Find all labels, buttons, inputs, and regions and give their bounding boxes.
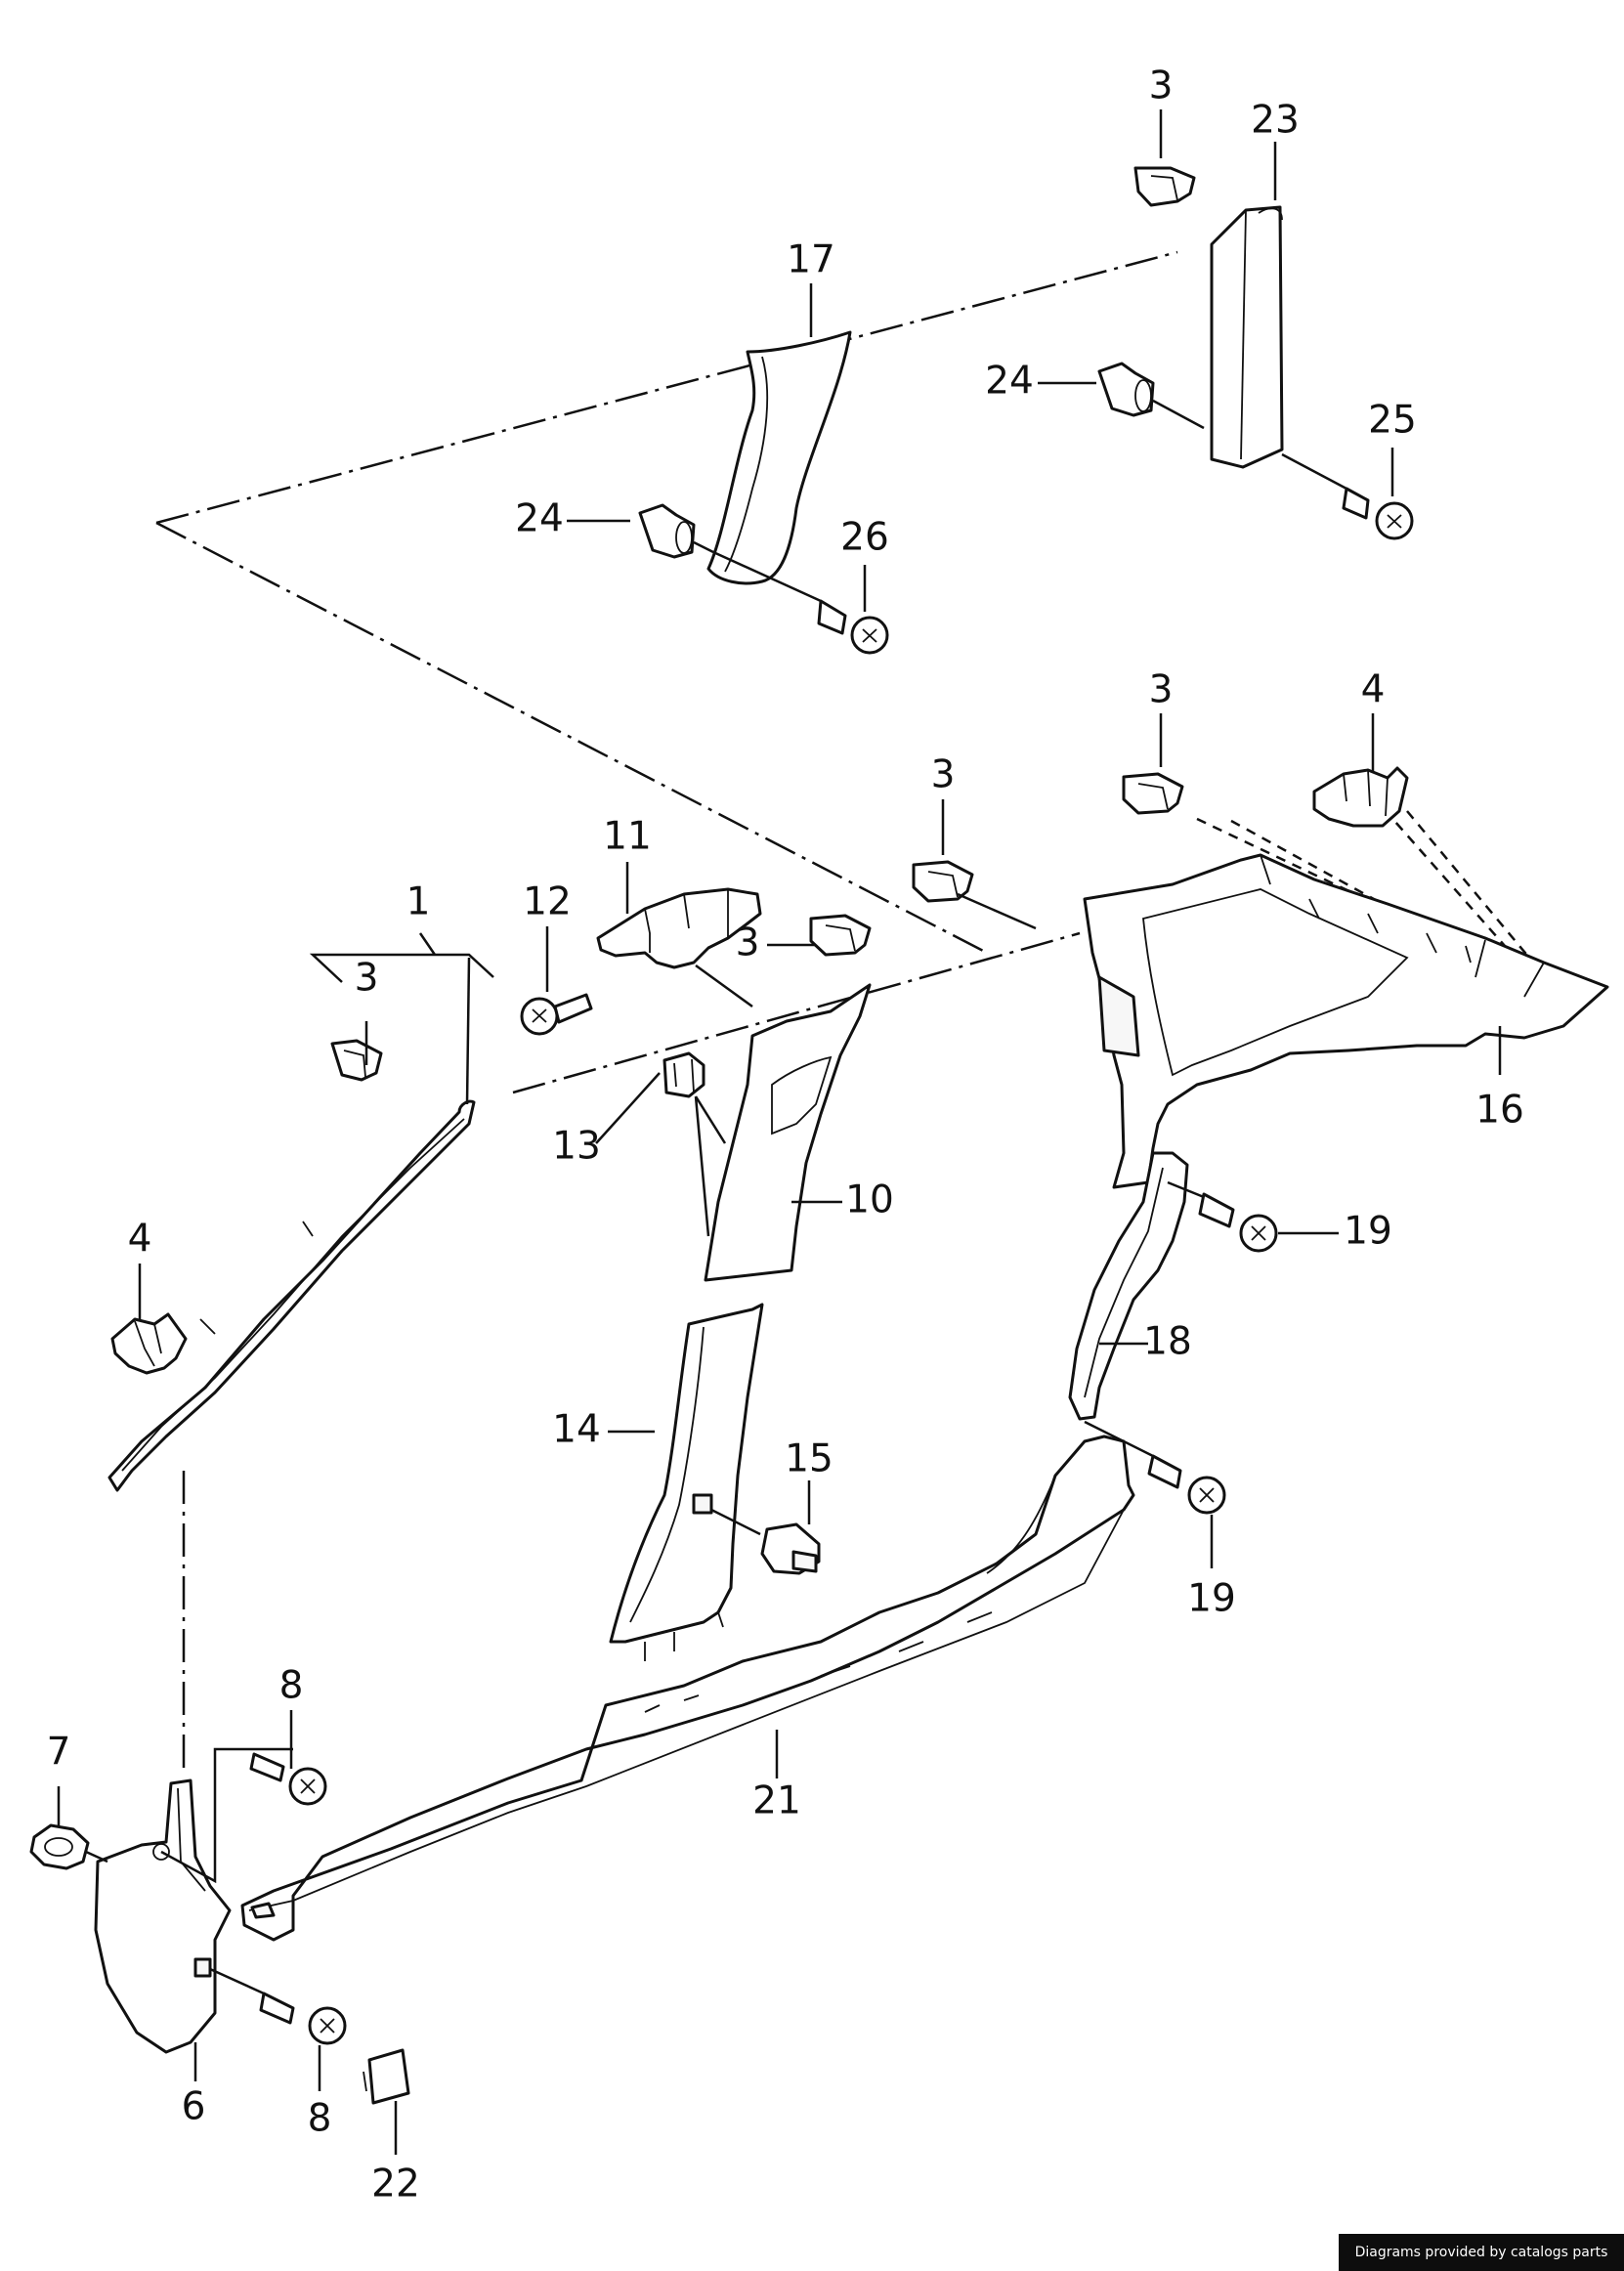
leader-lines xyxy=(57,109,1502,2155)
callout-12: 12 xyxy=(523,880,572,924)
callout-23: 23 xyxy=(1251,99,1300,143)
callout-3: 3 xyxy=(931,753,956,797)
callout-4: 4 xyxy=(1361,668,1386,712)
clip-13 xyxy=(662,1051,727,1237)
callout-labels: 3 23 17 24 25 24 26 3 4 3 11 12 3 1 3 16… xyxy=(47,64,1524,2207)
clip-7 xyxy=(29,1823,108,1870)
callout-10: 10 xyxy=(845,1178,894,1222)
callout-1: 1 xyxy=(406,880,431,924)
callout-21: 21 xyxy=(752,1779,801,1823)
clip-15 xyxy=(760,1522,821,1575)
callout-3: 3 xyxy=(1149,668,1174,712)
callout-8: 8 xyxy=(308,2097,332,2141)
callout-11: 11 xyxy=(603,815,652,859)
callout-19: 19 xyxy=(1344,1210,1392,1254)
callout-13: 13 xyxy=(552,1125,601,1169)
callout-16: 16 xyxy=(1475,1089,1524,1133)
clip-3-upper-right xyxy=(1122,772,1184,815)
callout-3: 3 xyxy=(1149,64,1174,108)
clip-3-mid xyxy=(809,914,872,957)
kick-panel-6 xyxy=(94,1747,293,2054)
callout-18: 18 xyxy=(1143,1320,1192,1364)
credit-text: Diagrams provided by catalogs parts xyxy=(1354,2245,1608,2260)
clip-24-right xyxy=(1097,362,1205,430)
c-pillar-strip-18 xyxy=(1068,1151,1189,1421)
callout-19: 19 xyxy=(1187,1577,1236,1621)
b-pillar-lower-14 xyxy=(609,1303,764,1661)
screw-8-upper xyxy=(249,1752,327,1806)
screw-19-lower xyxy=(1084,1420,1226,1515)
screw-26 xyxy=(712,550,889,655)
clip-4-upper-right xyxy=(1312,766,1409,828)
screw-8-lower xyxy=(209,1967,347,2045)
clip-24-left xyxy=(638,503,714,559)
screw-12 xyxy=(520,993,593,1036)
clip-4-left xyxy=(110,1312,188,1375)
callout-17: 17 xyxy=(787,238,835,282)
handle-11 xyxy=(596,887,762,1008)
callout-4: 4 xyxy=(128,1218,152,1262)
cap-22 xyxy=(363,2048,410,2105)
callout-6: 6 xyxy=(182,2085,206,2129)
callout-25: 25 xyxy=(1368,399,1417,443)
callout-7: 7 xyxy=(47,1731,71,1775)
screw-19-upper xyxy=(1167,1180,1278,1253)
callout-26: 26 xyxy=(840,516,889,560)
clip-3-left xyxy=(330,1039,383,1082)
callout-14: 14 xyxy=(552,1408,601,1452)
pillar-trim-23 xyxy=(1210,205,1284,469)
sill-plate-21 xyxy=(240,1435,1135,1942)
credit-badge: Diagrams provided by catalogs parts xyxy=(1339,2234,1624,2271)
callout-3: 3 xyxy=(355,957,379,1001)
clip-3-top xyxy=(1133,166,1196,207)
callout-24: 24 xyxy=(515,497,564,541)
callout-22: 22 xyxy=(371,2163,420,2207)
clip-3-center xyxy=(912,860,1037,930)
b-pillar-upper-10 xyxy=(704,983,872,1282)
callout-8: 8 xyxy=(279,1664,304,1708)
callout-24: 24 xyxy=(985,360,1034,404)
a-pillar-trim-1 xyxy=(107,1099,476,1492)
quarter-panel-16 xyxy=(1083,853,1609,1189)
screw-25 xyxy=(1281,452,1414,540)
callout-15: 15 xyxy=(785,1437,833,1481)
callout-3: 3 xyxy=(736,921,760,965)
